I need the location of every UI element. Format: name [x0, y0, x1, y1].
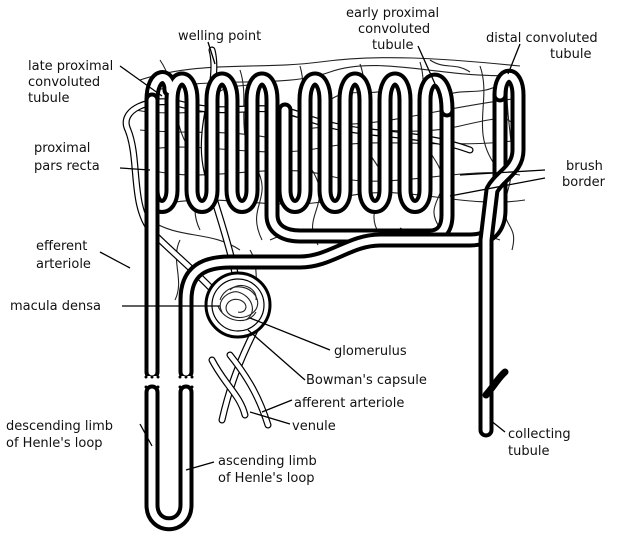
- label-descending-limb-line1: descending limb: [6, 419, 113, 434]
- label-efferent-arteriole-line2: arteriole: [36, 257, 91, 272]
- label-late-proximal-line3: tubule: [28, 91, 69, 106]
- proximal-convoluted-tubule: [152, 78, 447, 236]
- label-ascending-limb-line2: of Henle's loop: [218, 471, 315, 486]
- label-late-proximal-line1: late proximal: [28, 59, 113, 74]
- label-collecting-tubule-line1: collecting: [508, 427, 571, 442]
- label-glomerulus: glomerulus: [334, 344, 407, 359]
- label-brush-border-line2: border: [562, 175, 606, 190]
- label-proximal-pars-recta-line2: pars recta: [34, 159, 100, 174]
- label-proximal-pars-recta-line1: proximal: [34, 141, 90, 156]
- label-efferent-arteriole-line1: efferent: [36, 239, 87, 254]
- label-late-proximal-line2: convoluted: [28, 75, 100, 90]
- label-early-proximal-line1: early proximal: [346, 6, 439, 21]
- glomerulus: [206, 273, 270, 337]
- label-brush-border-line1: brush: [566, 159, 603, 174]
- label-afferent-arteriole: afferent arteriole: [294, 396, 404, 411]
- label-welling-point: welling point: [178, 29, 261, 44]
- label-distal-convoluted-line1: distal convoluted: [486, 31, 598, 46]
- label-ascending-limb-line1: ascending limb: [218, 454, 317, 469]
- label-venule: venule: [292, 419, 336, 434]
- label-macula-densa: macula densa: [10, 299, 101, 314]
- label-early-proximal-line2: convoluted: [358, 22, 430, 37]
- label-collecting-tubule-line2: tubule: [508, 444, 549, 459]
- label-descending-limb-line2: of Henle's loop: [6, 436, 103, 451]
- label-distal-convoluted-line2: tubule: [550, 47, 591, 62]
- label-early-proximal-line3: tubule: [372, 38, 413, 53]
- label-bowmans-capsule: Bowman's capsule: [306, 373, 427, 388]
